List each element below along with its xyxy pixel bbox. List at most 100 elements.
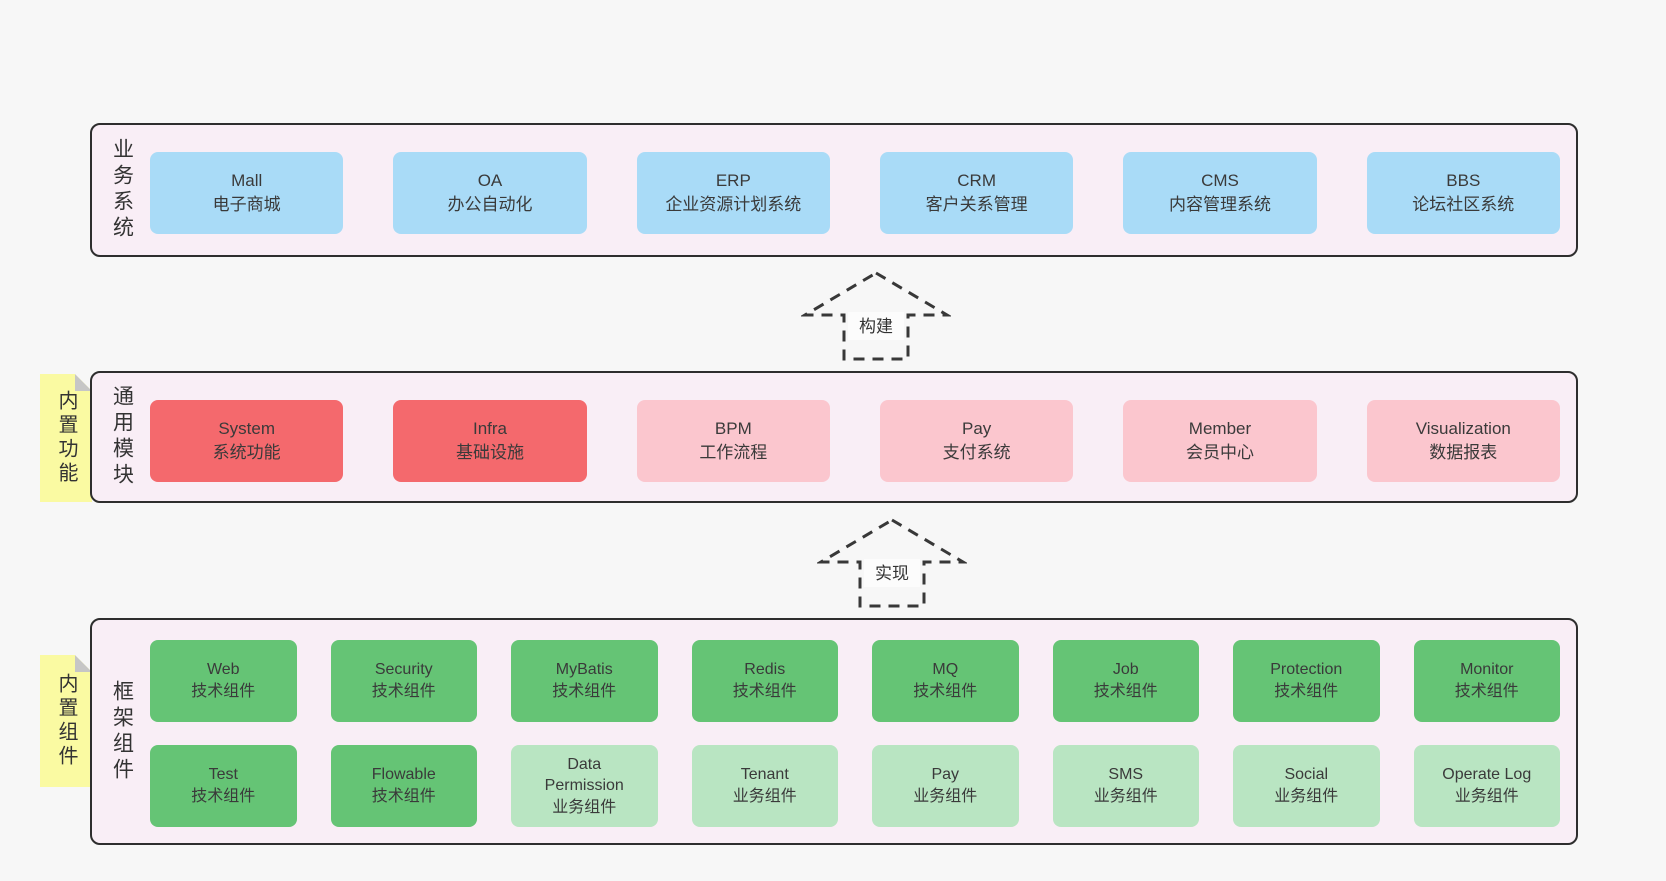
box-operate-log: Operate Log 业务组件 (1413, 745, 1560, 827)
box-subtitle: 会员中心 (1185, 443, 1254, 462)
band-label-business-systems: 业务系统 (110, 138, 134, 242)
box-bbs: BBS 论坛社区系统 (1366, 152, 1560, 234)
box-subtitle: 技术组件 (1454, 683, 1519, 700)
block-arrow-up-icon (817, 518, 967, 608)
box-protection: Protection 技术组件 (1233, 640, 1380, 722)
box-bpm: BPM 工作流程 (636, 400, 830, 482)
arrow-label: 实现 (875, 564, 909, 583)
box-title: BPM (714, 418, 752, 438)
box-job: Job 技术组件 (1052, 640, 1199, 722)
box-subtitle: 数据报表 (1429, 443, 1498, 462)
box-subtitle: 支付系统 (942, 443, 1011, 462)
box-title: Infra (472, 418, 507, 438)
box-subtitle: 客户关系管理 (925, 195, 1028, 214)
box-title: Operate Log (1442, 766, 1532, 784)
box-subtitle: 基础设施 (455, 443, 524, 462)
box-erp: ERP 企业资源计划系统 (636, 152, 830, 234)
block-arrow-up-icon (801, 271, 951, 361)
box-title: System (218, 418, 275, 438)
box-subtitle: 业务组件 (552, 798, 617, 816)
box-test: Test 技术组件 (150, 745, 297, 827)
box-title: CMS (1201, 170, 1239, 190)
box-pay-system: Pay 支付系统 (879, 400, 1074, 482)
sticky-note-label: 内置组件 (55, 673, 77, 769)
sticky-note-builtin-features: 内置功能 (40, 374, 92, 502)
box-title: Pay (931, 766, 960, 784)
box-oa: OA 办公自动化 (393, 152, 587, 234)
box-infra: Infra 基础设施 (393, 400, 587, 482)
box-pay-component: Pay 业务组件 (872, 745, 1019, 827)
box-member: Member 会员中心 (1123, 400, 1317, 482)
box-subtitle: 技术组件 (1093, 683, 1158, 700)
box-subtitle: 技术组件 (371, 788, 436, 805)
sticky-note-builtin-components: 内置组件 (40, 655, 92, 787)
box-subtitle: 论坛社区系统 (1412, 195, 1515, 214)
box-monitor: Monitor 技术组件 (1413, 640, 1560, 722)
arrow-implement: 实现 (817, 518, 967, 608)
band-label-common-modules: 通用模块 (110, 385, 134, 489)
box-subtitle: 电子商城 (212, 195, 281, 214)
box-subtitle: 技术组件 (371, 683, 436, 700)
box-title: Test (208, 766, 238, 784)
band-common-modules: 通用模块 System 系统功能 Infra 基础设施 BPM 工作流程 Pay… (90, 371, 1578, 503)
band-framework-components: 框架组件 Web 技术组件 Security 技术组件 MyBatis 技术组件… (90, 618, 1578, 845)
box-subtitle: 办公自动化 (447, 195, 533, 214)
box-title: Social (1284, 766, 1329, 784)
box-title: CRM (957, 170, 996, 190)
box-subtitle: 业务组件 (1274, 788, 1339, 805)
box-title: Monitor (1460, 661, 1514, 679)
box-subtitle: 技术组件 (913, 683, 978, 700)
box-subtitle: 企业资源计划系统 (665, 195, 802, 214)
box-title: Flowable (371, 766, 436, 784)
box-subtitle: 技术组件 (732, 683, 797, 700)
box-web: Web 技术组件 (150, 640, 297, 722)
box-title: Visualization (1415, 418, 1511, 438)
arrow-label-background (864, 559, 920, 587)
box-title: Job (1112, 661, 1139, 679)
box-mq: MQ 技术组件 (872, 640, 1019, 722)
box-title: MyBatis (555, 661, 613, 679)
box-mall: Mall 电子商城 (150, 152, 344, 234)
box-cms: CMS 内容管理系统 (1123, 152, 1317, 234)
sticky-note-label: 内置功能 (55, 390, 77, 486)
box-title: Security (374, 661, 433, 679)
box-title: SMS (1108, 766, 1144, 784)
box-flowable: Flowable 技术组件 (330, 745, 477, 827)
box-subtitle: 内容管理系统 (1168, 195, 1271, 214)
box-system: System 系统功能 (150, 400, 344, 482)
band-row: Web 技术组件 Security 技术组件 MyBatis 技术组件 Redi… (150, 640, 1560, 722)
box-title: MQ (932, 661, 959, 679)
box-title: Mall (231, 170, 263, 190)
box-title: Member (1188, 418, 1252, 438)
box-subtitle: 工作流程 (699, 443, 768, 462)
box-title: Protection (1270, 661, 1343, 679)
box-subtitle: 系统功能 (212, 443, 281, 462)
box-data-permission: Data Permission 业务组件 (511, 745, 658, 827)
box-redis: Redis 技术组件 (691, 640, 838, 722)
box-subtitle: 业务组件 (913, 788, 978, 805)
box-mybatis: MyBatis 技术组件 (511, 640, 658, 722)
box-title: BBS (1446, 170, 1481, 190)
box-subtitle: 技术组件 (191, 683, 256, 700)
band-row: Test 技术组件 Flowable 技术组件 Data Permission … (150, 745, 1560, 827)
box-title: Web (206, 661, 240, 679)
box-subtitle: 技术组件 (1274, 683, 1339, 700)
box-subtitle: 业务组件 (1093, 788, 1158, 805)
box-tenant: Tenant 业务组件 (691, 745, 838, 827)
arrow-label: 构建 (859, 317, 893, 336)
box-visualization: Visualization 数据报表 (1366, 400, 1560, 482)
box-crm: CRM 客户关系管理 (879, 152, 1074, 234)
band-label-framework-components: 框架组件 (110, 679, 134, 784)
box-title: ERP (715, 170, 751, 190)
box-subtitle: 业务组件 (1454, 788, 1519, 805)
arrow-build: 构建 (801, 271, 951, 361)
box-title: Redis (744, 661, 786, 679)
box-title: Pay (962, 418, 992, 438)
arrow-label-background (848, 312, 904, 340)
box-subtitle: 业务组件 (732, 788, 797, 805)
box-subtitle: 技术组件 (552, 683, 617, 700)
box-social: Social 业务组件 (1233, 745, 1380, 827)
box-sms: SMS 业务组件 (1052, 745, 1199, 827)
box-security: Security 技术组件 (330, 640, 477, 722)
